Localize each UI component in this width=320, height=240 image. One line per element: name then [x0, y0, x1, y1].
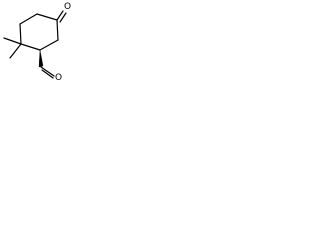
- ketone-double-bond-outer: [56, 10, 64, 21]
- aldehyde-oxygen-label: O: [55, 73, 62, 82]
- aldehyde-double-bond-outer: [40, 66, 55, 77]
- ketone-oxygen-label: O: [64, 2, 71, 12]
- ring-bond-c3-c4: [39, 39, 59, 51]
- methyl-bond-lower: [9, 43, 22, 59]
- methyl-bond-upper: [3, 37, 22, 45]
- aldehyde-double-bond-inner: [41, 69, 54, 79]
- stereo-wedge-bond: [38, 49, 44, 68]
- ring-bond-c4-c5: [20, 43, 41, 51]
- ring-bond-c2-c3: [56, 19, 59, 41]
- ring-bond-c6-c1: [19, 13, 38, 25]
- ketone-double-bond-inner: [59, 12, 67, 23]
- molecule-diagram: O O: [3, 2, 71, 82]
- ring-bond-c5-c6: [19, 23, 22, 45]
- ring-bond-c1-c2: [36, 13, 58, 21]
